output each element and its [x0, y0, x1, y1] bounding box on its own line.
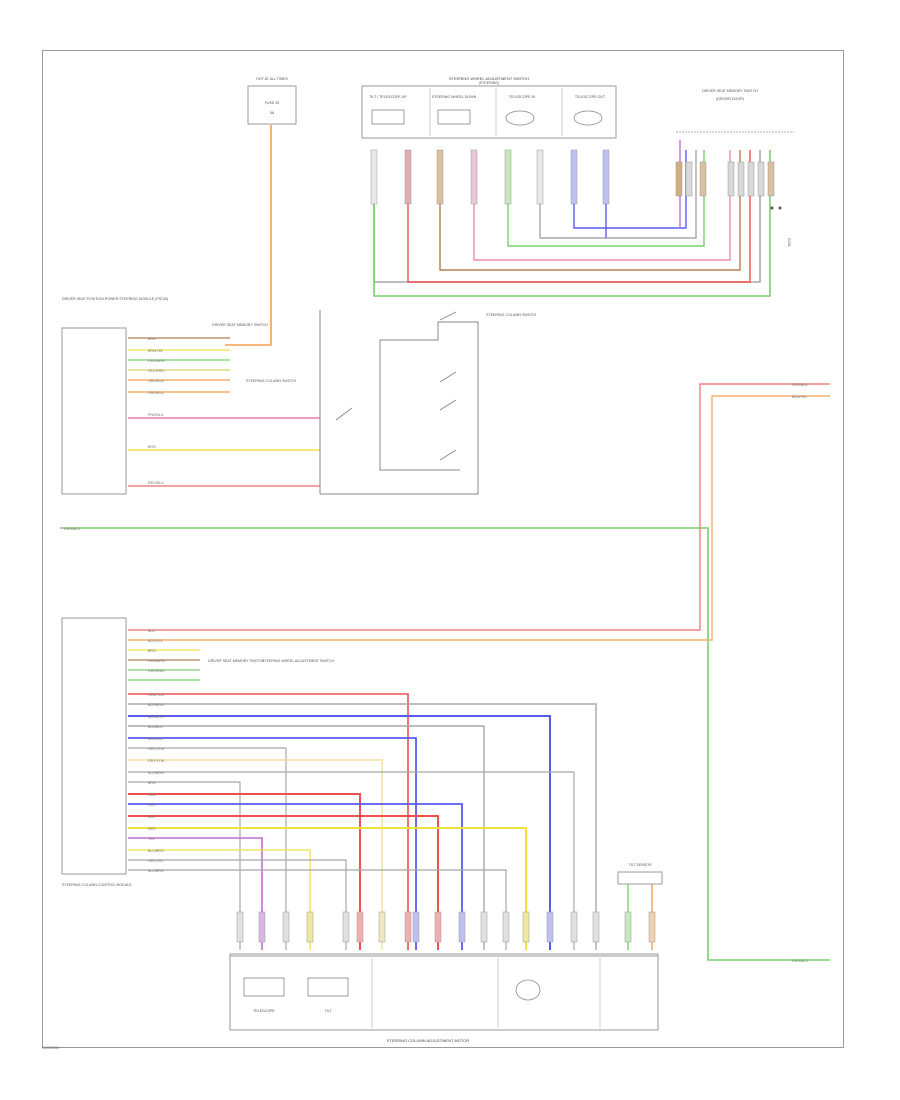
- column-motor: TELESCOPE TILT STEERING COLUMN ADJUSTMEN…: [229, 953, 659, 1043]
- wire-main-15: [128, 849, 311, 950]
- wire-label-bm-12: RED: [148, 827, 156, 831]
- wire-label-ml-0: PNK/BLU: [148, 413, 164, 417]
- wire-label-bl-0: BLU: [148, 629, 155, 633]
- wire-label-tl-2: GRN/BRN: [148, 359, 165, 363]
- steering-switch-sub: (STEERING): [479, 81, 500, 85]
- wire-label-bl-4: GRN/RED: [148, 669, 165, 673]
- wire-right-orange: [128, 395, 830, 641]
- wire-label-tl-5: ORG/BLU: [148, 391, 165, 395]
- wire-orange-feed: [225, 125, 272, 346]
- diagram-code: W000000: [42, 1045, 60, 1050]
- wire-label-bm-4: BLU/BLU: [148, 737, 163, 741]
- wire-main-13: [128, 827, 527, 950]
- steering-column-switch-title: STEERING COLUMN SWITCH: [486, 313, 537, 317]
- wire-label-r-1: BRN/YEL: [792, 395, 807, 399]
- right-labels: RED/BLU BRN/YEL GRN/BLU GRN/BLU: [64, 383, 808, 963]
- wire-label-bm-14: BLU/BRN: [148, 849, 164, 853]
- wire-main-4: [128, 725, 485, 950]
- tilt-sensor-title: TILT SENSOR: [628, 863, 652, 867]
- wire-label-ml-1: BRN: [148, 445, 156, 449]
- steering-column-switch-ref: STEERING COLUMN SWITCH: [246, 379, 297, 383]
- wire-top-pink: [473, 150, 731, 261]
- wire-label-bm-10: RED: [148, 803, 156, 807]
- switch-label-3: TELESCOPE IN: [509, 95, 536, 99]
- wire-green-long: [60, 527, 830, 961]
- memory-switch-title: DRIVER SEAT MEMORY SWITCH: [702, 89, 758, 93]
- wire-main-9: [128, 781, 241, 950]
- wire-label-ml-2: RED/BLU: [148, 481, 164, 485]
- wire-label-bm-15: GRY/YEL: [148, 859, 164, 863]
- wire-label-bm-0: RED/YLW: [148, 693, 165, 697]
- memory-switch: DRIVER SEAT MEMORY SWITCH (DRIVER DOOR) …: [675, 89, 794, 247]
- wire-main-5: [128, 737, 417, 950]
- steering-wheel-switch: STEERING WHEEL ADJUSTMENT SWITCH (STEERI…: [361, 76, 617, 139]
- wire-right-red: [128, 383, 830, 631]
- steering-column-module-title: STEERING COLUMN CONTROL MODULE: [62, 883, 132, 887]
- wire-main-2: [128, 703, 597, 950]
- wire-label-bm-6: GRY/YLW: [148, 759, 165, 763]
- fuse-box: HOT AT ALL TIMES FUSE 25 5A: [247, 77, 297, 125]
- memory-switch-ref-2: DRIVER SEAT MEMORY SWITCH: [208, 659, 264, 663]
- column-motor-title: STEERING COLUMN ADJUSTMENT MOTOR: [387, 1038, 470, 1043]
- wire-label-green: GRN/BLU: [64, 527, 80, 531]
- wire-label-bl-2: BRN: [148, 649, 156, 653]
- wire-top-gray2: [539, 150, 697, 239]
- fuse-box-title: HOT AT ALL TIMES: [256, 77, 288, 81]
- motor-label-tilt: TILT: [324, 1009, 332, 1013]
- switch-label-1: TILT / TELESCOPE UP: [369, 95, 407, 99]
- wire-label-bl-1: BLU/YEL: [148, 639, 163, 643]
- wire-label-bm-3: BLU/BLU: [148, 725, 163, 729]
- wire-label-tl-3: YEL/GRN: [148, 369, 164, 373]
- wire-main-6: [128, 747, 287, 950]
- wire-top-red: [407, 150, 751, 283]
- wire-top-blue: [573, 150, 687, 229]
- wire-label-bm-16: BLU/BRN: [148, 869, 164, 873]
- wire-label-bl-3: GRN/BRN: [148, 659, 165, 663]
- motor-label-telescope: TELESCOPE: [253, 1009, 275, 1013]
- wire-main-7: [128, 759, 383, 950]
- wire-label-r-0: RED/BLU: [792, 383, 808, 387]
- driver-module: DRIVER SEAT POSITION POWER STEERING MODU…: [61, 297, 297, 495]
- switch-label-4: TELESCOPE OUT: [575, 95, 606, 99]
- wire-label-tl-0: BRN: [148, 337, 156, 341]
- wire-main-3: [128, 715, 551, 950]
- wire-label-bm-2: BLU/BRN: [148, 715, 164, 719]
- wire-label-bm-7: BLU/BRN: [148, 771, 164, 775]
- memory-switch-connectors: [675, 161, 775, 197]
- diagram-frame: [42, 50, 844, 1048]
- wire-label-bm-11: BLU: [148, 815, 155, 819]
- memory-ground-label: G201: [787, 238, 791, 247]
- wire-top-green: [373, 150, 771, 297]
- wire-label-tl-4: ORG/BLU: [148, 379, 165, 383]
- wire-main-10: [128, 793, 361, 950]
- wire-label-bm-1: BLU/BRN: [148, 703, 164, 707]
- bottom-connector-pins: [236, 911, 656, 943]
- wire-label-bm-9: RED: [148, 793, 156, 797]
- steering-column-module: STEERING COLUMN CONTROL MODULE BLU BLU/Y…: [61, 617, 334, 887]
- fuse-rating: 5A: [270, 111, 275, 115]
- wire-main-12: [128, 815, 439, 950]
- wire-top-brown: [439, 150, 741, 271]
- wire-label-bm-13: YEL: [148, 837, 155, 841]
- wire-main-8: [128, 771, 575, 950]
- wire-main-1: [128, 693, 409, 950]
- wire-label-r-2: GRN/BLU: [792, 959, 808, 963]
- wires: [60, 125, 830, 961]
- wire-main-17: [128, 869, 507, 950]
- memory-switch-ref: DRIVER SEAT MEMORY SWITCH: [212, 323, 268, 327]
- top-connector-pins: [370, 149, 610, 205]
- switch-label-2: STEERING WHEEL DOWN: [432, 95, 477, 99]
- wire-main-11: [128, 803, 463, 950]
- wire-label-bm-8: BRN: [148, 781, 156, 785]
- steering-switch-ref-2: STEERING WHEEL ADJUSTMENT SWITCH: [262, 659, 334, 663]
- memory-switch-sub: (DRIVER DOOR): [716, 97, 744, 101]
- tilt-sensor: TILT SENSOR: [617, 863, 663, 885]
- steering-switch-title: STEERING WHEEL ADJUSTMENT SWITCH: [449, 76, 529, 81]
- fuse-label: FUSE 25: [265, 101, 280, 105]
- steering-column-switch: STEERING COLUMN SWITCH: [319, 310, 537, 495]
- wire-label-tl-1: BRN/YEL: [148, 349, 163, 353]
- driver-module-title: DRIVER SEAT POSITION POWER STEERING MODU…: [62, 297, 168, 301]
- wire-label-bm-5: GRY/YLW: [148, 747, 165, 751]
